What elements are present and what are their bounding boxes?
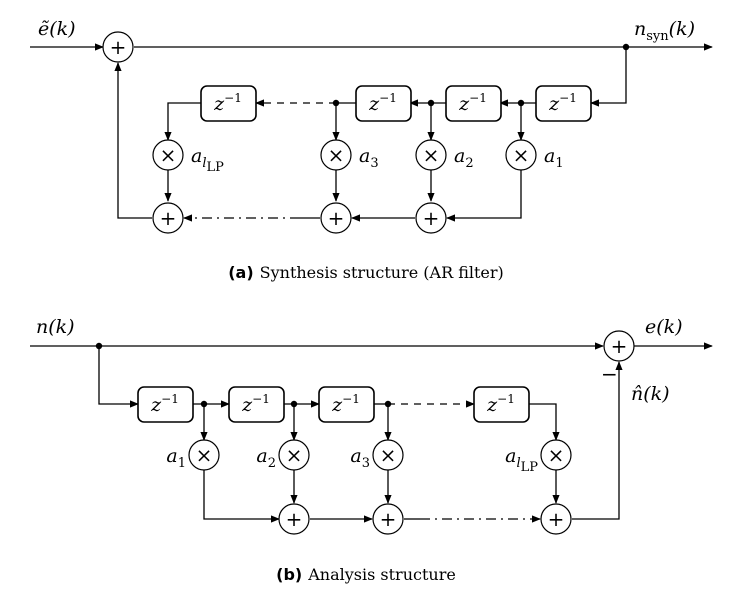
anal-output-adder: + bbox=[603, 330, 635, 362]
anal-multiplier: × bbox=[188, 439, 220, 471]
svg-text:+: + bbox=[328, 206, 345, 230]
anal-output-label: e(k) bbox=[645, 316, 683, 338]
synth-input-adder: + bbox=[102, 31, 134, 63]
synth-adder: + bbox=[415, 202, 447, 234]
synth-multiplier: × bbox=[152, 139, 184, 171]
svg-text:+: + bbox=[110, 35, 127, 59]
coeff-label-a2: a2 bbox=[454, 145, 474, 171]
branch-dot bbox=[517, 99, 525, 107]
svg-text:+: + bbox=[160, 206, 177, 230]
anal-adder: + bbox=[372, 503, 404, 535]
svg-text:×: × bbox=[286, 443, 303, 467]
synth-multiplier: × bbox=[320, 139, 352, 171]
coeff-label-a1: a1 bbox=[166, 445, 186, 471]
synth-output-label: nsyn(k) bbox=[634, 18, 695, 44]
coeff-label-alp: alLP bbox=[191, 145, 224, 175]
anal-sum-wire bbox=[203, 470, 280, 523]
svg-text:+: + bbox=[548, 507, 565, 531]
coeff-label-a3: a3 bbox=[359, 145, 379, 171]
svg-text:×: × bbox=[513, 143, 530, 167]
svg-text:×: × bbox=[380, 443, 397, 467]
coeff-label-a1: a1 bbox=[544, 145, 564, 171]
anal-estimate-label: n̂(k) bbox=[631, 383, 670, 405]
anal-input-label: n(k) bbox=[36, 316, 75, 338]
svg-text:z−1: z−1 bbox=[213, 91, 242, 115]
branch-dot bbox=[95, 342, 103, 350]
svg-text:+: + bbox=[380, 507, 397, 531]
branch-dot bbox=[200, 400, 208, 408]
anal-tap-wire bbox=[529, 403, 560, 441]
branch-dot bbox=[384, 400, 392, 408]
synth-adder: + bbox=[320, 202, 352, 234]
svg-text:+: + bbox=[286, 507, 303, 531]
svg-text:z−1: z−1 bbox=[486, 392, 515, 416]
svg-text:z−1: z−1 bbox=[368, 91, 397, 115]
synth-delay-box: z−1 bbox=[200, 85, 257, 122]
synth-delay-box: z−1 bbox=[445, 85, 502, 122]
svg-text:×: × bbox=[160, 143, 177, 167]
branch-dot bbox=[332, 99, 340, 107]
anal-multiplier: × bbox=[278, 439, 310, 471]
svg-text:+: + bbox=[423, 206, 440, 230]
branch-dot bbox=[290, 400, 298, 408]
anal-minus-sign: − bbox=[601, 362, 618, 386]
anal-estimate-wire bbox=[572, 361, 623, 520]
synth-delay-box: z−1 bbox=[535, 85, 592, 122]
anal-multiplier: × bbox=[372, 439, 404, 471]
anal-delay-box: z−1 bbox=[228, 386, 285, 423]
synth-delay-box: z−1 bbox=[355, 85, 412, 122]
svg-text:z−1: z−1 bbox=[548, 91, 577, 115]
synth-multiplier: × bbox=[415, 139, 447, 171]
svg-text:z−1: z−1 bbox=[150, 392, 179, 416]
synth-multiplier: × bbox=[505, 139, 537, 171]
svg-text:z−1: z−1 bbox=[241, 392, 270, 416]
anal-branch-wire bbox=[98, 346, 139, 408]
coeff-label-alp: alLP bbox=[505, 445, 538, 475]
synth-adder: + bbox=[152, 202, 184, 234]
synthesis-structure: + z−1 z−1 z−1 z−1 × × × bbox=[30, 18, 713, 282]
branch-dot bbox=[427, 99, 435, 107]
synth-caption: (a)Synthesis structure (AR filter) bbox=[228, 263, 504, 282]
branch-dot bbox=[622, 43, 630, 51]
svg-text:×: × bbox=[548, 443, 565, 467]
analysis-structure: + z−1 z−1 z−1 z−1 × × × bbox=[30, 316, 713, 584]
anal-adder: + bbox=[278, 503, 310, 535]
synth-tap-wire bbox=[164, 102, 201, 141]
anal-multiplier: × bbox=[540, 439, 572, 471]
svg-text:×: × bbox=[328, 143, 345, 167]
anal-caption: (b)Analysis structure bbox=[276, 565, 456, 584]
svg-text:×: × bbox=[196, 443, 213, 467]
anal-delay-box: z−1 bbox=[318, 386, 375, 423]
svg-text:z−1: z−1 bbox=[458, 91, 487, 115]
svg-text:z−1: z−1 bbox=[331, 392, 360, 416]
synth-feedback-return-wire bbox=[114, 62, 152, 219]
anal-delay-box: z−1 bbox=[473, 386, 530, 423]
coeff-label-a3: a3 bbox=[350, 445, 370, 471]
synth-feedback-wire bbox=[590, 47, 627, 107]
anal-adder: + bbox=[540, 503, 572, 535]
anal-delay-box: z−1 bbox=[137, 386, 194, 423]
synth-sum-wire bbox=[446, 170, 522, 222]
svg-text:×: × bbox=[423, 143, 440, 167]
svg-text:+: + bbox=[611, 334, 628, 358]
coeff-label-a2: a2 bbox=[256, 445, 276, 471]
synth-input-label: ẽ(k) bbox=[38, 18, 76, 40]
